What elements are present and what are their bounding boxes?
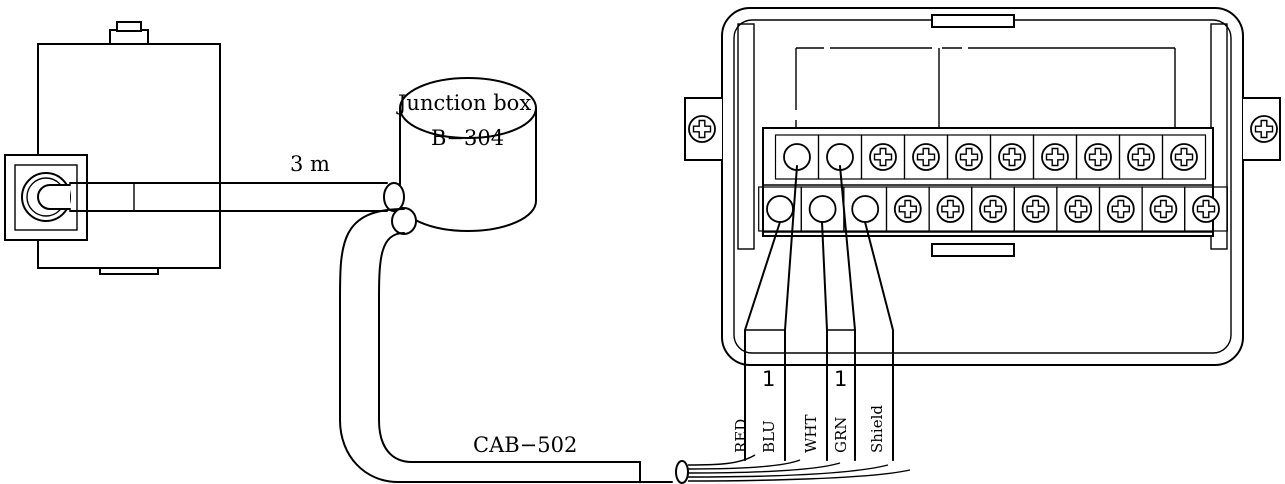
terminal-screw-icon bbox=[998, 143, 1026, 171]
terminal-screw-icon bbox=[1084, 143, 1112, 171]
load-cell bbox=[4, 21, 388, 275]
cable-model-label: CAB−502 bbox=[473, 433, 577, 457]
terminal-screw-icon bbox=[1064, 195, 1093, 223]
cable-cab502 bbox=[339, 208, 911, 484]
junction-model-label: B−304 bbox=[431, 126, 504, 150]
mounting-screw-left bbox=[688, 115, 716, 143]
junction-box bbox=[383, 77, 537, 235]
wire-label-shield: Shield bbox=[868, 405, 886, 453]
wire-label-red: RED bbox=[732, 419, 750, 453]
terminal-screw-icon bbox=[1127, 143, 1155, 171]
terminal-open bbox=[766, 195, 794, 223]
terminal-screw-icon bbox=[1041, 143, 1069, 171]
terminal-cell bbox=[1161, 134, 1207, 180]
terminal-screw-icon bbox=[1170, 143, 1198, 171]
terminal-row-upper bbox=[774, 134, 1207, 180]
terminal-screw-icon bbox=[955, 143, 983, 171]
wire-label-wht: WHT bbox=[802, 414, 820, 453]
terminal-cell bbox=[1184, 186, 1228, 232]
cable-length-label: 3 m bbox=[290, 152, 330, 176]
wire-mark-grn: 1 bbox=[834, 367, 847, 391]
terminal-screw-icon bbox=[1021, 195, 1050, 223]
terminal-screw-icon bbox=[1192, 195, 1220, 223]
terminal-screw-icon bbox=[869, 143, 897, 171]
terminal-screw-icon bbox=[912, 143, 940, 171]
terminal-screw-icon bbox=[936, 195, 965, 223]
mounting-screw-right bbox=[1250, 115, 1278, 143]
junction-box-label: Junction box bbox=[396, 91, 531, 115]
terminal-screw-icon bbox=[979, 195, 1007, 223]
wire-label-grn: GRN bbox=[832, 417, 850, 453]
wire-labels: RED BLU 1 WHT GRN 1 Shield bbox=[732, 367, 886, 453]
wire-label-blu: BLU bbox=[760, 420, 778, 453]
terminal-open bbox=[851, 195, 880, 223]
wire-leads bbox=[744, 165, 894, 461]
terminal-screw-icon bbox=[1106, 195, 1135, 223]
terminal-open bbox=[808, 195, 837, 223]
terminal-screw-icon bbox=[1149, 195, 1178, 223]
wire-mark-blu: 1 bbox=[762, 367, 775, 391]
terminal-screw-icon bbox=[893, 195, 922, 223]
terminal-row-lower bbox=[758, 186, 1228, 232]
